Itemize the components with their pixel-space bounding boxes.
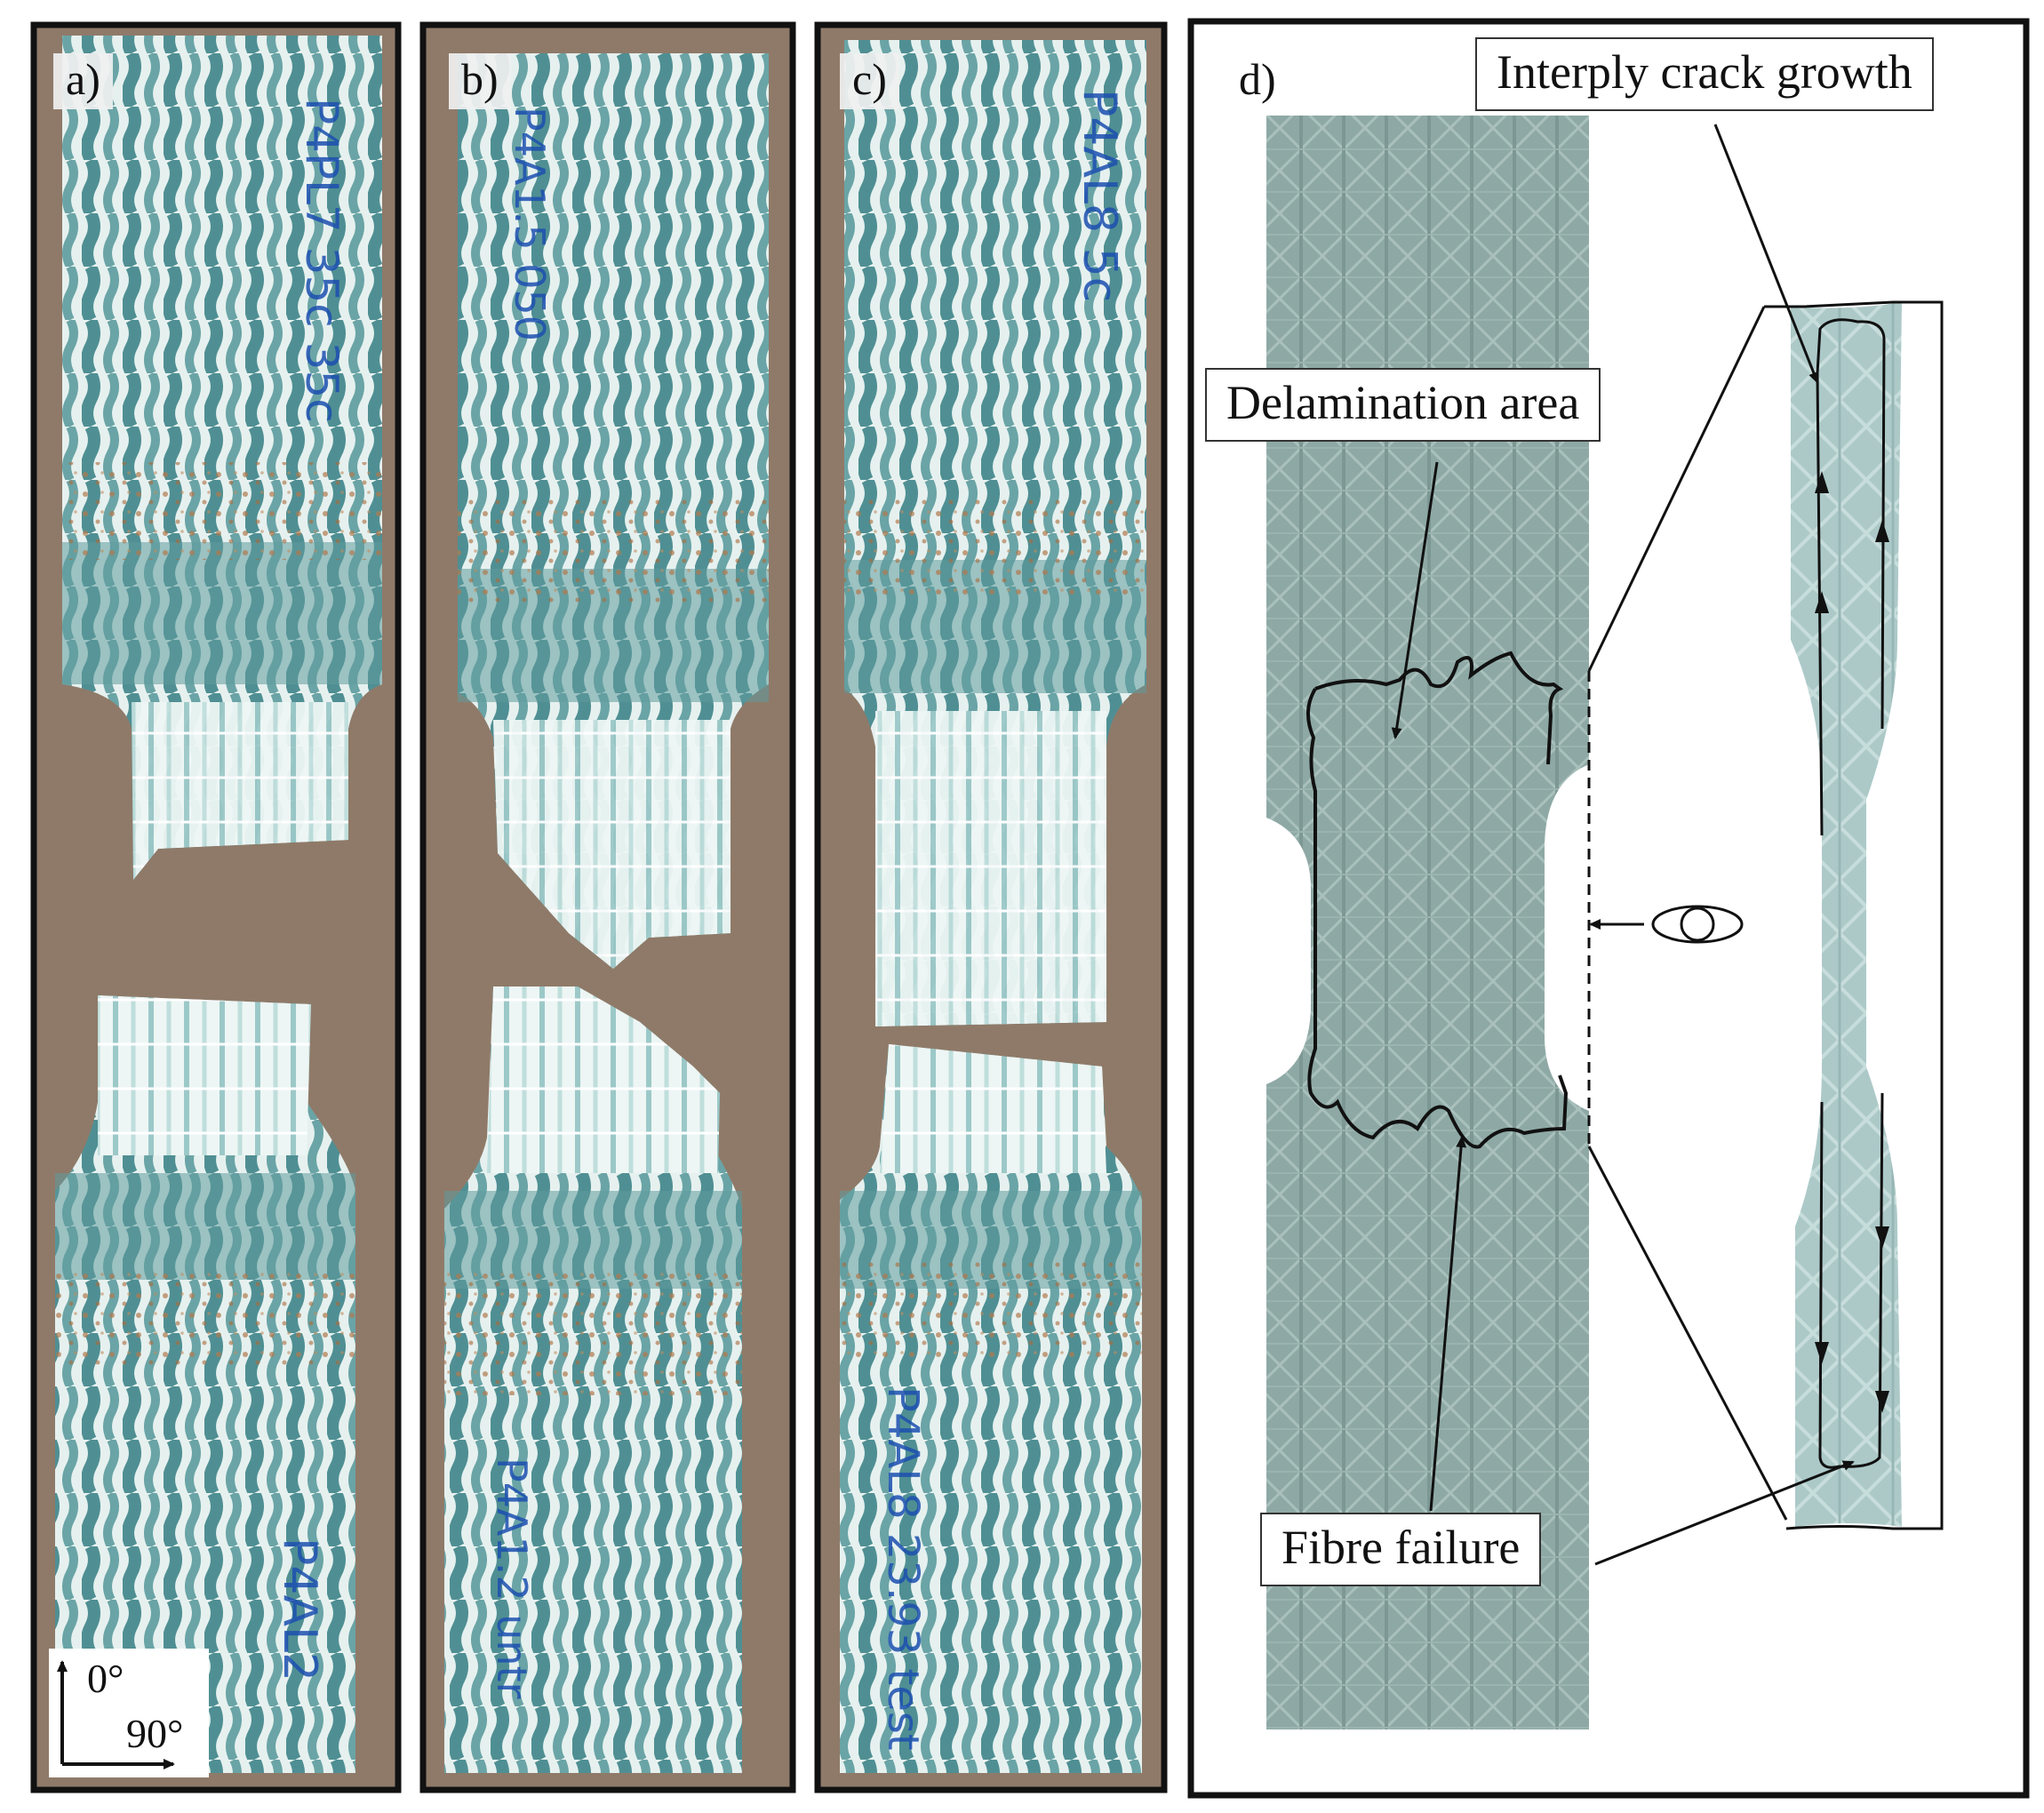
ink-mark-a-bottom: P4AL2 xyxy=(273,1537,326,1681)
panel-a: P4PL7 35c 35c P4AL2 xyxy=(30,21,402,1793)
panel-c: P4AL8 5c P4AL8 23.93 test xyxy=(814,21,1168,1793)
panel-d xyxy=(1187,18,2030,1799)
ink-mark-c-top: P4AL8 5c xyxy=(1073,89,1126,302)
panel-label-d: d) xyxy=(1239,54,1276,104)
ink-mark-c-bottom: P4AL8 23.93 test xyxy=(878,1386,928,1751)
panel-b: P4A1.5 050 P4A1.2 untr xyxy=(419,21,796,1793)
callout-interply-crack-growth: Interply crack growth xyxy=(1475,37,1934,112)
axis-label-90: 90° xyxy=(126,1711,184,1756)
orientation-axes xyxy=(49,1649,209,1777)
axis-label-0: 0° xyxy=(87,1656,124,1701)
eye-icon xyxy=(1651,905,1744,944)
ink-mark-b-top: P4A1.5 050 xyxy=(506,107,554,341)
delamination-boundary xyxy=(1306,651,1569,1149)
callout-delamination-area: Delamination area xyxy=(1205,368,1601,443)
ink-mark-a-top: P4PL7 35c 35c xyxy=(296,98,347,423)
callout-fibre-failure: Fibre failure xyxy=(1260,1513,1542,1587)
panel-label-c: c) xyxy=(840,53,899,109)
panel-label-a: a) xyxy=(53,53,113,109)
panel-label-b: b) xyxy=(449,53,511,109)
schematic-coupon xyxy=(1266,116,1589,1729)
ink-mark-b-bottom: P4A1.2 untr xyxy=(488,1458,536,1699)
